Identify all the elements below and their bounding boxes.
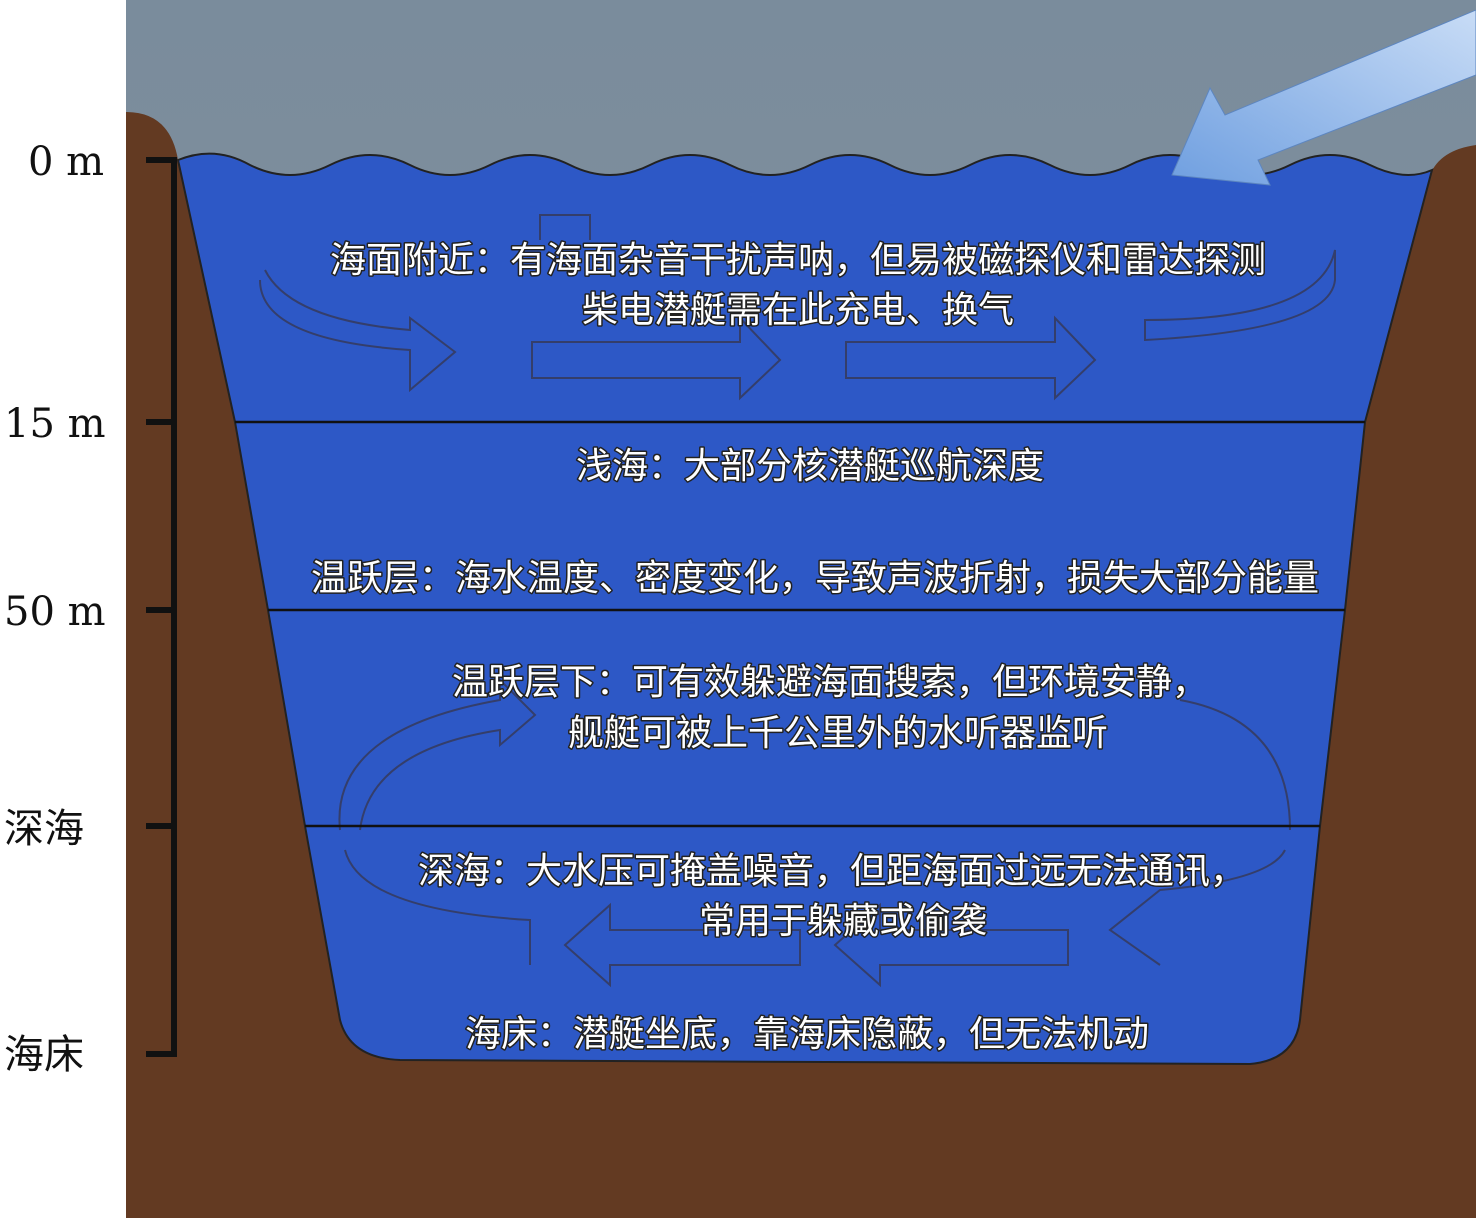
depth-label-50m: 50 m <box>4 589 106 635</box>
zone-near-surface-line-2: 柴电潜艇需在此充电、换气 <box>582 290 1014 331</box>
zone-below-thermocline-line-2: 舰艇可被上千公里外的水听器监听 <box>568 713 1108 754</box>
zone-shallow-text: 浅海：大部分核潜艇巡航深度 <box>576 446 1044 487</box>
surface-circulation-arrows <box>259 214 1336 401</box>
deep-circulation-arrows <box>338 677 1291 988</box>
zone-deep-sea-line-2: 常用于躲藏或偷袭 <box>699 901 987 942</box>
seabed-ground <box>126 112 1476 1218</box>
left-margin <box>0 0 126 1218</box>
depth-scale: 0 m 15 m 50 m 深海 海床 <box>4 139 177 1078</box>
zone-deep-sea-line-1: 深海：大水压可掩盖噪音，但距海面过远无法通讯， <box>418 851 1246 892</box>
depth-label-15m: 15 m <box>4 401 106 447</box>
depth-label-deep-sea: 深海 <box>4 806 84 852</box>
zone-thermocline-text: 温跃层：海水温度、密度变化，导致声波折射，损失大部分能量 <box>311 558 1319 599</box>
zone-seabed-text: 海床：潜艇坐底，靠海床隐蔽，但无法机动 <box>465 1014 1149 1055</box>
depth-label-seabed: 海床 <box>4 1032 84 1078</box>
depth-label-0m: 0 m <box>28 139 104 185</box>
incoming-arrow-icon <box>1171 9 1476 186</box>
zone-near-surface-line-1: 海面附近：有海面杂音干扰声呐，但易被磁探仪和雷达探测 <box>330 240 1266 281</box>
zone-below-thermocline-line-1: 温跃层下：可有效躲避海面搜索，但环境安静， <box>452 662 1208 703</box>
